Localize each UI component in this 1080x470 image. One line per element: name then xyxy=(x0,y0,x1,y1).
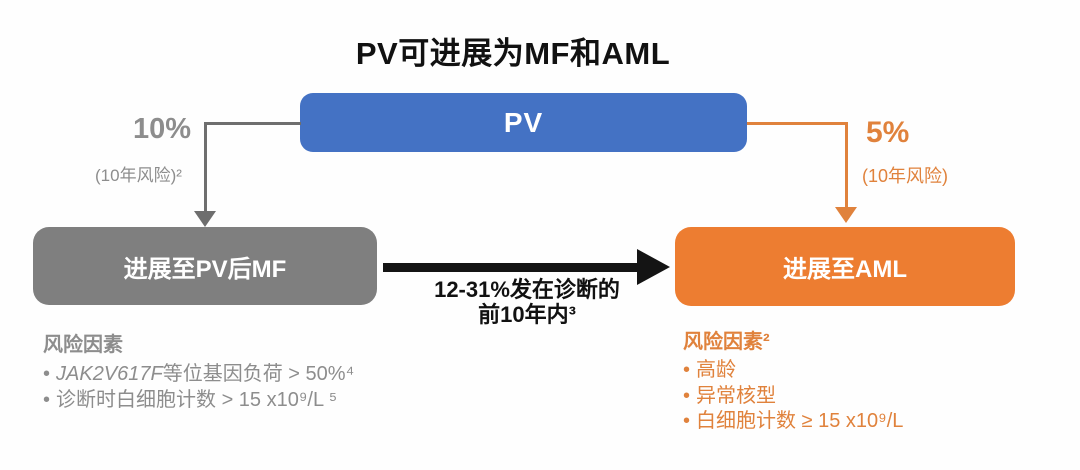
pv-to-mf-connector-horizontal xyxy=(205,122,301,125)
pv-to-mf-rate-label: 10% xyxy=(133,113,192,145)
risk-factors-mf-item-2-text: 诊断时白细胞计数 > 15 x10⁹/L ⁵ xyxy=(56,389,338,411)
pv-to-aml-rate-label: 5% xyxy=(866,116,910,149)
risk-factors-mf-header: 风险因素 xyxy=(43,334,123,356)
node-aml-label: 进展至AML xyxy=(783,256,907,283)
bullet-icon: • xyxy=(683,384,691,407)
risk-factors-aml-item-3: •白细胞计数 ≥ 15 x10⁹/L xyxy=(683,409,903,435)
risk-factors-aml-item-1-text: 高龄 xyxy=(696,359,737,381)
bullet-icon: • xyxy=(683,410,691,432)
risk-factors-aml-item-1: •高龄 xyxy=(683,358,903,384)
mf-to-aml-right-arrowhead-icon xyxy=(637,249,670,285)
mf-to-aml-arrow-shaft xyxy=(383,263,639,272)
bullet-icon: • xyxy=(43,363,51,385)
page-title: PV可进展为MF和AML xyxy=(355,36,671,71)
node-post-pv-mf-label: 进展至PV后MF xyxy=(123,255,287,283)
pv-to-aml-connector-vertical xyxy=(845,122,848,209)
pv-to-mf-down-arrowhead-icon xyxy=(194,211,216,227)
risk-factors-mf-item-2: •诊断时白细胞计数 > 15 x10⁹/L ⁵ xyxy=(43,387,354,413)
risk-factors-mf-item-1: •JAK2V617F等位基因负荷 > 50%⁴ xyxy=(43,361,354,387)
mf-to-aml-label-line1: 12-31%发在诊断的 xyxy=(434,277,620,302)
pv-to-aml-connector-horizontal xyxy=(747,122,847,125)
risk-factors-aml-item-3-text: 白细胞计数 ≥ 15 x10⁹/L xyxy=(696,410,904,432)
node-pv-label: PV xyxy=(503,106,544,138)
mf-to-aml-label: 12-31%发在诊断的 前10年内³ xyxy=(434,277,620,327)
pv-to-mf-note-label: (10年风险)² xyxy=(95,166,182,185)
bullet-icon: • xyxy=(683,359,691,381)
node-aml: 进展至AML xyxy=(675,227,1015,306)
pv-to-mf-connector-vertical xyxy=(204,122,207,213)
risk-factors-aml-item-2: •异常核型 xyxy=(683,384,903,410)
node-post-pv-mf: 进展至PV后MF xyxy=(33,227,377,305)
pv-to-aml-down-arrowhead-icon xyxy=(835,207,857,223)
mf-to-aml-label-line2: 前10年内³ xyxy=(478,302,576,327)
risk-factors-mf-section: 风险因素 •JAK2V617F等位基因负荷 > 50%⁴ •诊断时白细胞计数 >… xyxy=(43,332,354,413)
node-pv: PV xyxy=(300,93,747,152)
risk-factors-aml-section: 风险因素² •高龄 •异常核型 •白细胞计数 ≥ 15 x10⁹/L xyxy=(683,329,903,435)
risk-factors-aml-header: 风险因素² xyxy=(683,331,770,353)
risk-factors-aml-item-2-text: 异常核型 xyxy=(696,384,777,407)
risk-factors-mf-item-1-text: 等位基因负荷 > 50%⁴ xyxy=(162,363,355,385)
gene-name-label: JAK2V617F xyxy=(56,363,163,385)
bullet-icon: • xyxy=(43,389,51,411)
pv-to-aml-note-label: (10年风险) xyxy=(862,166,949,186)
